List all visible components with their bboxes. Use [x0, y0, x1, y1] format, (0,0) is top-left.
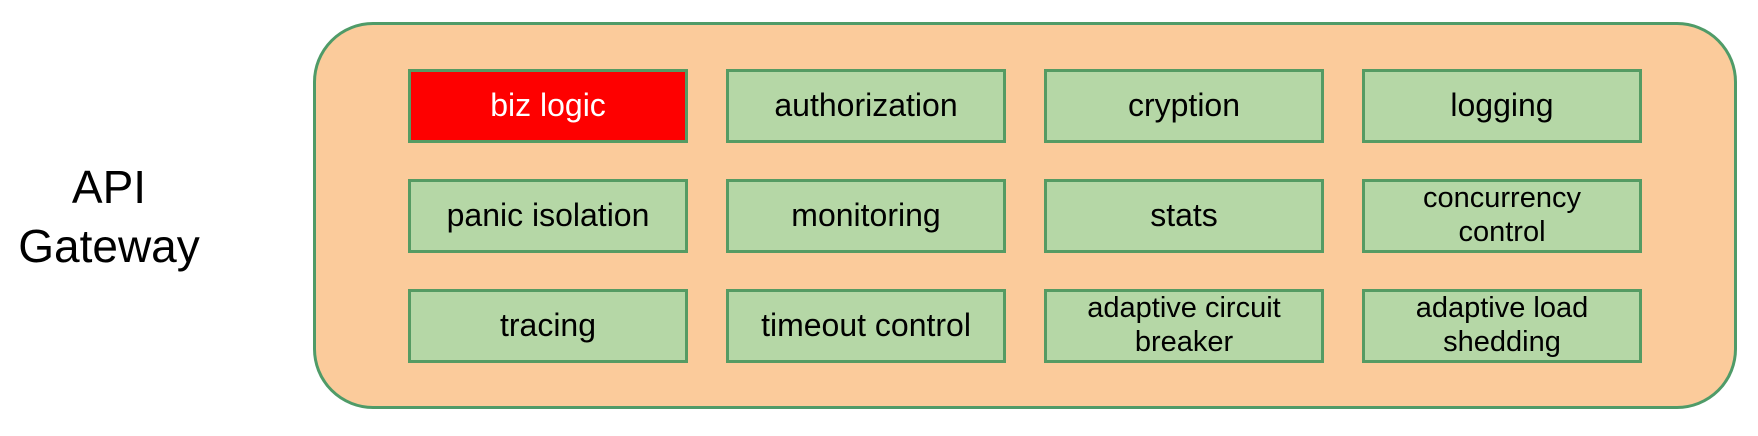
api-gateway-label: API Gateway — [18, 161, 200, 272]
module-box-adaptive-circuit-breaker: adaptive circuit breaker — [1044, 288, 1324, 363]
module-label: adaptive circuit breaker — [1087, 292, 1281, 358]
module-label: adaptive load shedding — [1415, 292, 1589, 358]
module-label: tracing — [499, 306, 597, 343]
module-box-stats: stats — [1044, 178, 1324, 253]
module-label: panic isolation — [446, 196, 650, 233]
modules-grid: biz logic authorization cryption logging pan… — [408, 68, 1642, 363]
module-box-concurrency-control: concurrency control — [1362, 178, 1642, 253]
module-box-monitoring: monitoring — [726, 178, 1006, 253]
module-label: stats — [1150, 196, 1218, 233]
module-box-adaptive-load-shedding: adaptive load shedding — [1362, 288, 1642, 363]
module-label: monitoring — [791, 196, 941, 233]
module-label: cryption — [1127, 86, 1241, 123]
module-box-biz-logic: biz logic — [408, 68, 688, 143]
module-label: timeout control — [761, 306, 971, 343]
module-box-panic-isolation: panic isolation — [408, 178, 688, 253]
api-gateway-container: biz logic authorization cryption logging pan… — [313, 22, 1737, 409]
module-label: concurrency control — [1423, 182, 1581, 248]
module-label: biz logic — [490, 86, 606, 123]
module-box-cryption: cryption — [1044, 68, 1324, 143]
module-label: logging — [1450, 86, 1554, 123]
module-box-logging: logging — [1362, 68, 1642, 143]
module-box-tracing: tracing — [408, 288, 688, 363]
module-box-authorization: authorization — [726, 68, 1006, 143]
module-box-timeout-control: timeout control — [726, 288, 1006, 363]
module-label: authorization — [774, 86, 958, 123]
